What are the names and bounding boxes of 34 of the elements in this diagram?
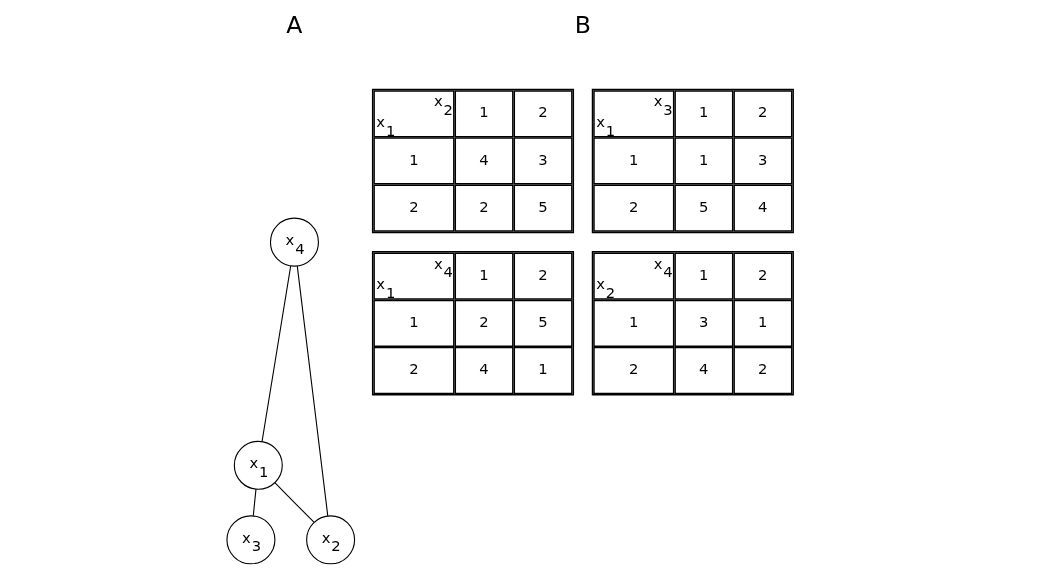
- label: 4: [698, 360, 709, 378]
- label: 1: [537, 360, 548, 378]
- label: A: [285, 11, 302, 40]
- label: 2: [408, 360, 419, 378]
- label: 2: [628, 360, 638, 378]
- label: 1: [698, 103, 709, 121]
- label: 4: [478, 360, 489, 378]
- label: 5: [537, 312, 548, 330]
- label: 3: [537, 150, 548, 168]
- label: 1: [408, 150, 419, 168]
- label: 2: [757, 103, 768, 121]
- label: 3: [757, 150, 768, 168]
- label: 2: [757, 265, 768, 283]
- label: 3: [698, 312, 709, 330]
- label: 1: [757, 312, 768, 330]
- label: 2: [408, 197, 419, 215]
- label: B: [574, 11, 591, 40]
- label: 2: [478, 312, 489, 330]
- label: 1: [628, 312, 638, 330]
- label: 2: [628, 197, 638, 215]
- label: 2: [478, 197, 489, 215]
- label: 2: [757, 360, 768, 378]
- label: 1: [478, 265, 489, 283]
- label: 5: [537, 197, 548, 215]
- label: 1: [628, 150, 638, 168]
- label: 1: [698, 265, 709, 283]
- label: 2: [537, 103, 548, 121]
- label: 5: [698, 197, 709, 215]
- label: 4: [478, 150, 489, 168]
- label: 2: [537, 265, 548, 283]
- label: 4: [757, 197, 768, 215]
- label: 1: [478, 103, 489, 121]
- label: 1: [698, 150, 709, 168]
- label: 1: [408, 312, 419, 330]
